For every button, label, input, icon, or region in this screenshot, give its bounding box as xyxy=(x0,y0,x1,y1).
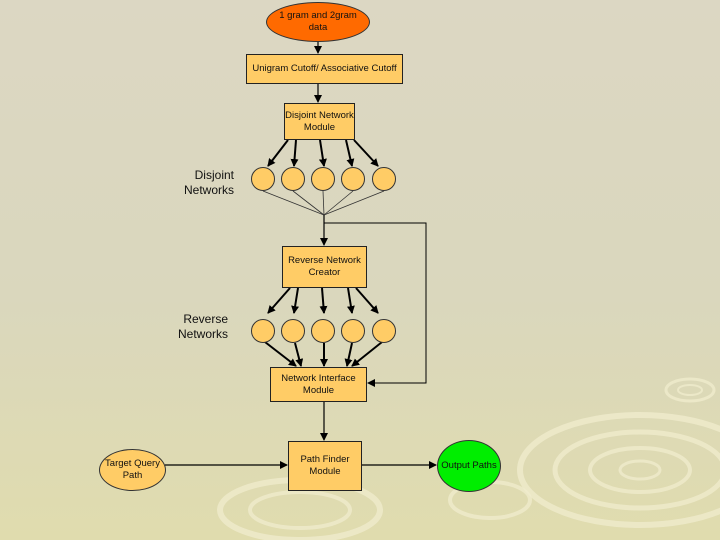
target-query-node: Target Query Path xyxy=(99,449,166,491)
reverse-networks-label: Reverse Networks xyxy=(177,312,228,341)
connector-bypass-to-interface xyxy=(324,222,427,387)
source-data-label: 1 gram and 2gram data xyxy=(279,10,357,33)
disjoint-networks-label: Disjoint Networks xyxy=(183,168,234,197)
arrow-reverse-circle-3 xyxy=(319,287,328,314)
disjoint-network-2 xyxy=(281,167,305,191)
arrow-disjoint-circle-5 xyxy=(353,139,379,167)
disjoint-network-4 xyxy=(341,167,365,191)
reverse-creator-node: Reverse Network Creator xyxy=(282,246,367,288)
disjoint-module-label: Disjoint Network Module xyxy=(285,109,354,133)
output-paths-node: Output Paths xyxy=(437,440,501,492)
source-data-node: 1 gram and 2gram data xyxy=(266,2,370,42)
arrow-rev2-to-interface xyxy=(294,342,304,367)
reverse-network-5 xyxy=(372,319,396,343)
arrow-rev1-to-interface xyxy=(264,341,297,367)
output-paths-label: Output Paths xyxy=(441,460,497,471)
arrow-rev5-to-interface xyxy=(351,341,383,367)
arrow-disjoint-circle-1 xyxy=(267,139,289,167)
arrow-reverse-circle-5 xyxy=(355,287,379,314)
disjoint-module-node: Disjoint Network Module xyxy=(284,103,355,140)
target-query-label: Target Query Path xyxy=(105,458,160,481)
arrow-disjoint-circle-3 xyxy=(318,139,327,167)
path-finder-label: Path Finder Module xyxy=(300,454,350,477)
interface-module-label: Network Interface Module xyxy=(281,372,356,396)
disjoint-network-1 xyxy=(251,167,275,191)
arrow-reverse-circle-2 xyxy=(291,287,300,314)
disjoint-network-5 xyxy=(372,167,396,191)
reverse-network-2 xyxy=(281,319,305,343)
arrow-disjoint-circle-4 xyxy=(345,139,355,167)
arrow-reverse-circle-4 xyxy=(346,287,355,314)
arrow-reverse-circle-1 xyxy=(267,287,291,314)
reverse-network-4 xyxy=(341,319,365,343)
arrow-disjoint-circle-2 xyxy=(290,139,299,167)
cutoff-label: Unigram Cutoff/ Associative Cutoff xyxy=(252,63,397,74)
reverse-network-1 xyxy=(251,319,275,343)
disjoint-network-3 xyxy=(311,167,335,191)
cutoff-node: Unigram Cutoff/ Associative Cutoff xyxy=(246,54,403,84)
reverse-creator-label: Reverse Network Creator xyxy=(288,255,361,278)
path-finder-node: Path Finder Module xyxy=(288,441,362,491)
reverse-network-3 xyxy=(311,319,335,343)
arrow-rev4-to-interface xyxy=(344,342,353,367)
interface-module-node: Network Interface Module xyxy=(270,367,367,402)
